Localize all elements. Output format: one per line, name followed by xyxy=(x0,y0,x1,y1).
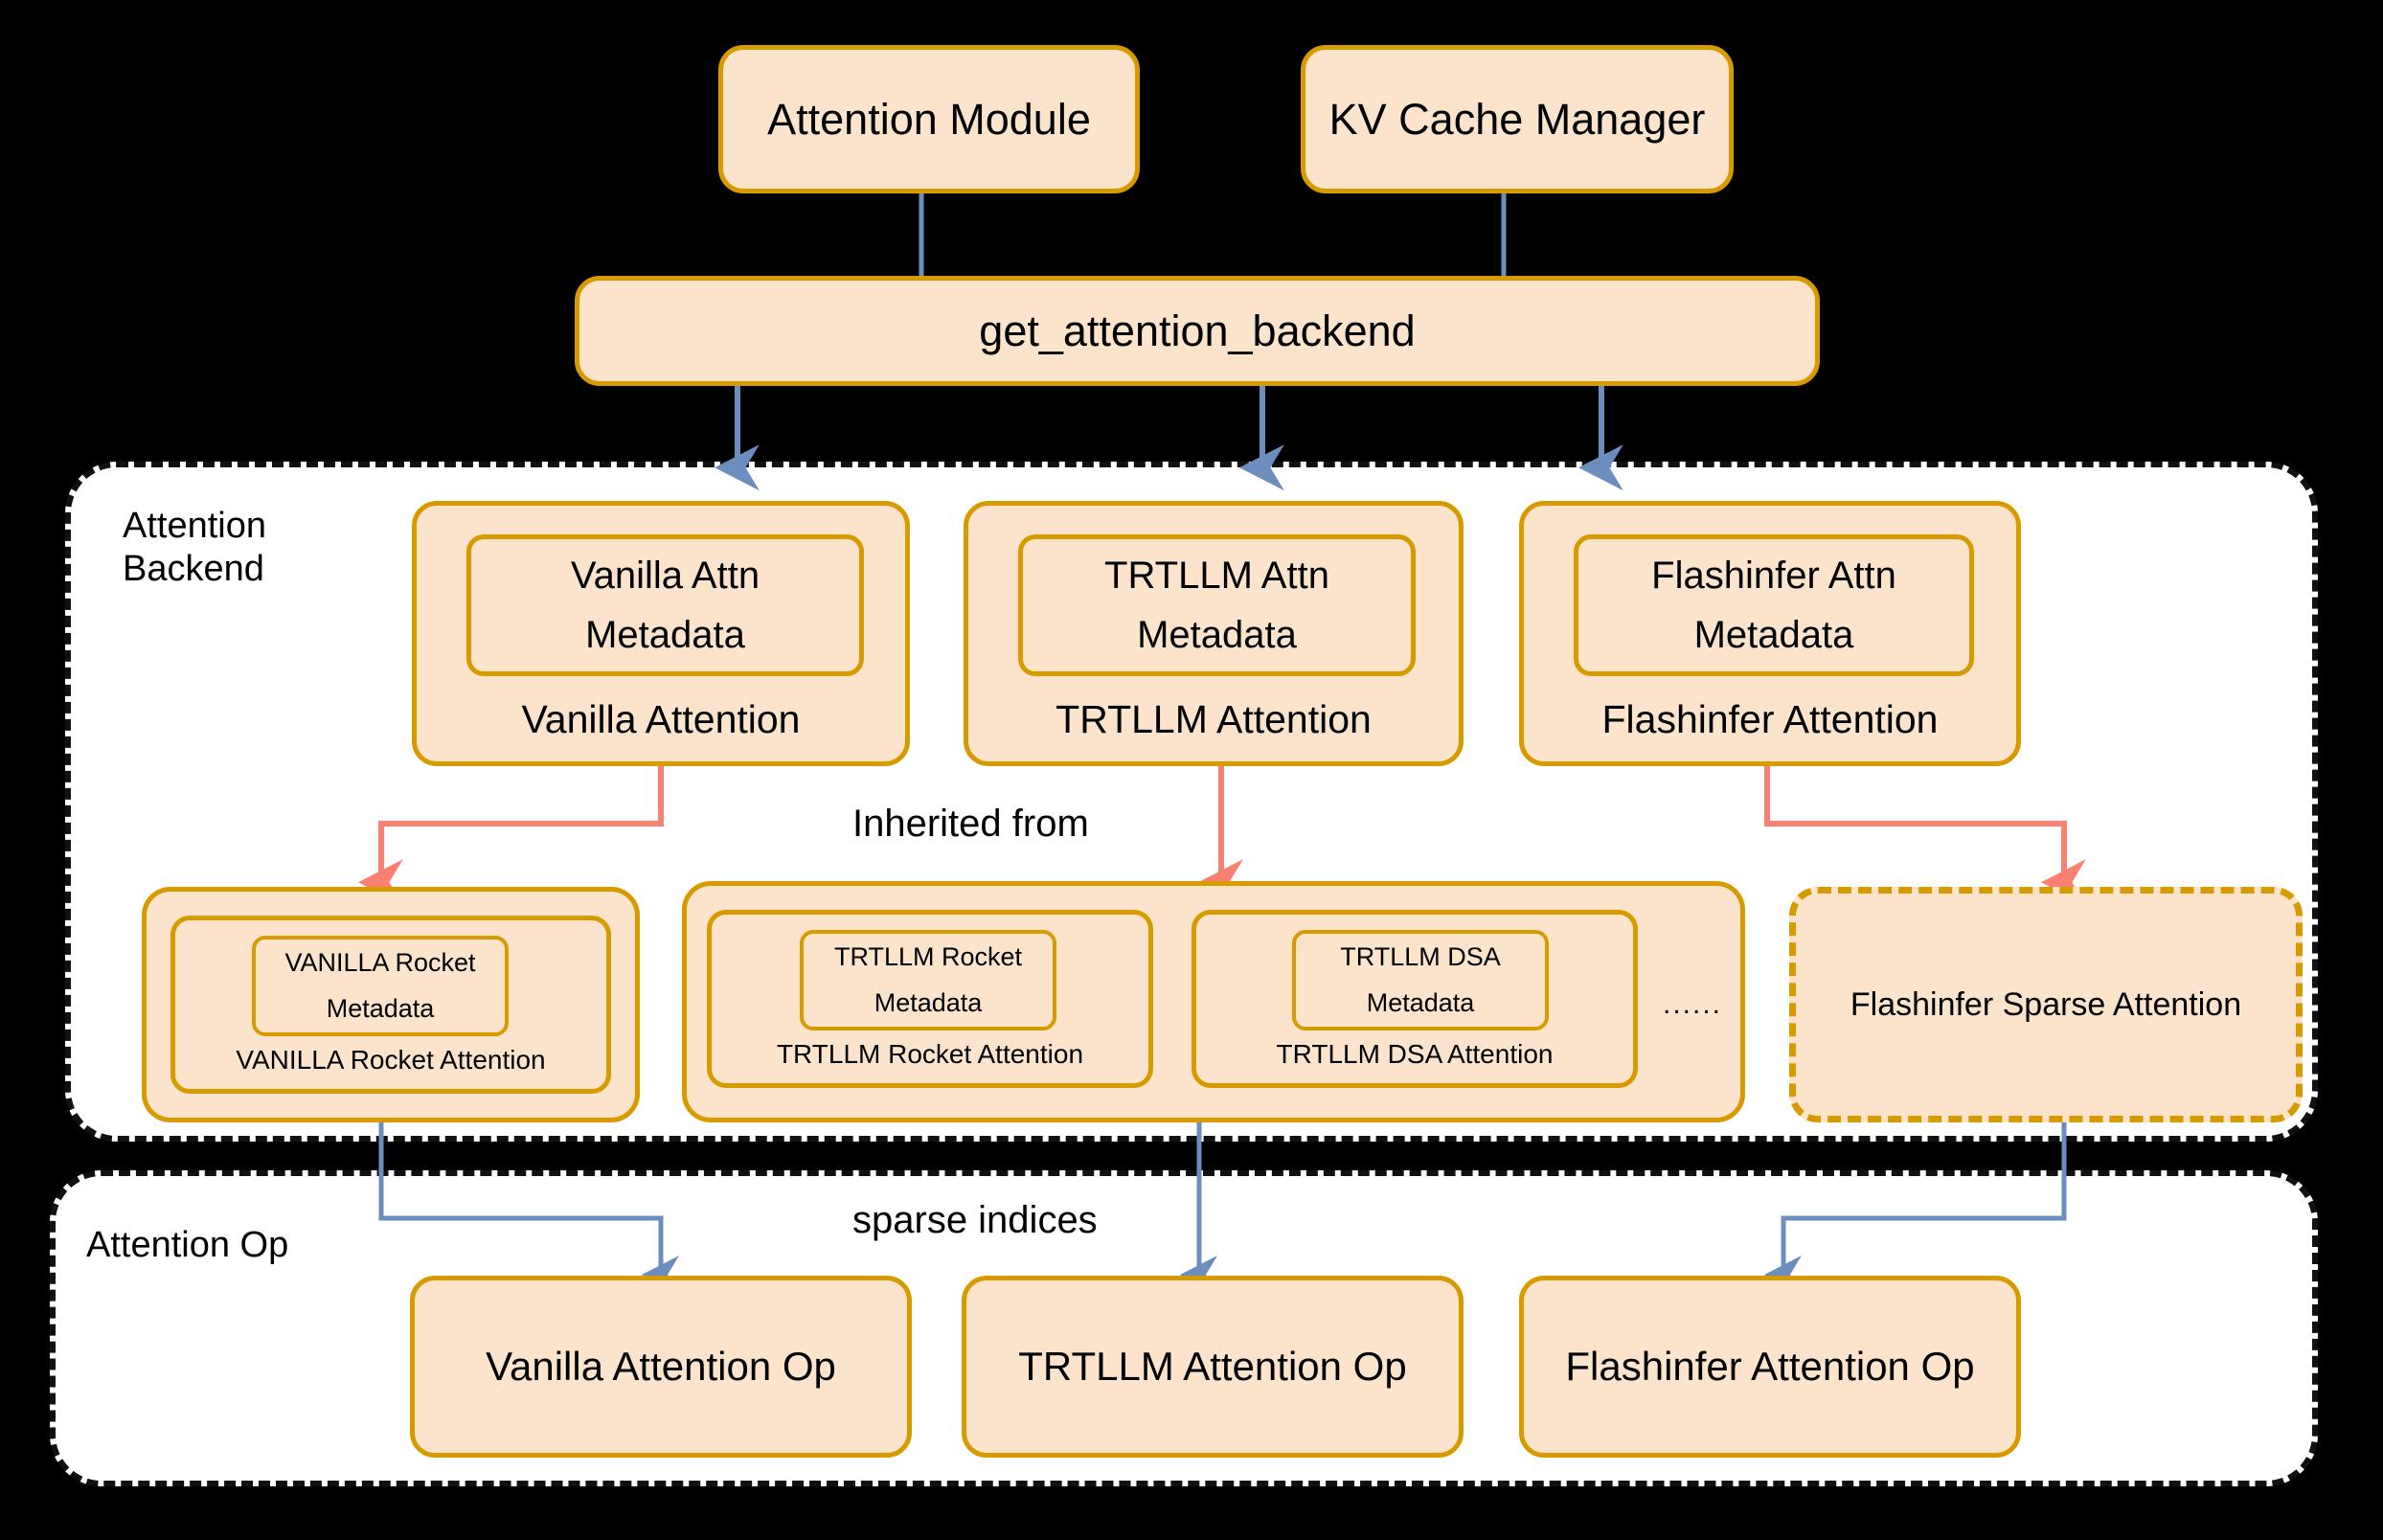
vanilla-metadata-line2: Metadata xyxy=(585,614,745,656)
node-flashinfer-attention-op[interactable]: Flashinfer Attention Op xyxy=(1519,1276,2021,1458)
attention-module-label: Attention Module xyxy=(767,94,1091,144)
node-flashinfer-sparse-attention[interactable]: Flashinfer Sparse Attention xyxy=(1789,887,2303,1122)
vanilla-metadata-line1: Vanilla Attn xyxy=(570,555,760,597)
trtllm-attention-title: TRTLLM Attention xyxy=(1055,697,1372,741)
trtllm-rocket-metadata-line2: Metadata xyxy=(874,987,983,1017)
vanilla-rocket-attention-title: VANILLA Rocket Attention xyxy=(236,1045,546,1075)
trtllm-rocket-metadata-line1: TRTLLM Rocket xyxy=(833,942,1023,972)
flashinfer-attention-title: Flashinfer Attention xyxy=(1601,697,1939,741)
inherited-from-label: Inherited from xyxy=(852,803,1089,845)
card-trtllm-rocket-attention[interactable]: TRTLLM Rocket Metadata TRTLLM Rocket Att… xyxy=(707,910,1153,1088)
vanilla-attention-op-label: Vanilla Attention Op xyxy=(486,1344,836,1389)
trtllm-dsa-metadata-line1: TRTLLM DSA xyxy=(1340,942,1501,972)
trtllm-rocket-attention-title: TRTLLM Rocket Attention xyxy=(776,1039,1084,1069)
node-vanilla-attention-op[interactable]: Vanilla Attention Op xyxy=(410,1276,912,1458)
card-flashinfer-attention[interactable]: Flashinfer Attn Metadata Flashinfer Atte… xyxy=(1519,501,2021,766)
more-backends-ellipsis: ...... xyxy=(1663,988,1723,1020)
card-vanilla-attention[interactable]: Vanilla Attn Metadata Vanilla Attention xyxy=(412,501,910,766)
vanilla-rocket-metadata-line1: VANILLA Rocket xyxy=(284,948,476,978)
vanilla-rocket-metadata-box[interactable]: VANILLA Rocket Metadata xyxy=(252,936,509,1036)
flashinfer-attention-op-label: Flashinfer Attention Op xyxy=(1565,1344,1975,1389)
node-get-attention-backend[interactable]: get_attention_backend xyxy=(575,276,1820,386)
card-trtllm-attention[interactable]: TRTLLM Attn Metadata TRTLLM Attention xyxy=(964,501,1464,766)
node-kv-cache-manager[interactable]: KV Cache Manager xyxy=(1301,45,1734,193)
card-vanilla-rocket-attention[interactable]: VANILLA Rocket Metadata VANILLA Rocket A… xyxy=(170,916,611,1094)
flashinfer-metadata-line1: Flashinfer Attn xyxy=(1651,555,1896,597)
flashinfer-metadata-line2: Metadata xyxy=(1693,614,1854,656)
trtllm-metadata-line1: TRTLLM Attn xyxy=(1104,555,1329,597)
trtllm-attn-metadata-box[interactable]: TRTLLM Attn Metadata xyxy=(1018,534,1416,676)
trtllm-dsa-metadata-line2: Metadata xyxy=(1366,987,1475,1017)
vanilla-attn-metadata-box[interactable]: Vanilla Attn Metadata xyxy=(466,534,864,676)
sparse-indices-label: sparse indices xyxy=(852,1199,1098,1241)
get-attention-backend-label: get_attention_backend xyxy=(979,306,1416,355)
vanilla-rocket-metadata-line2: Metadata xyxy=(326,993,435,1023)
attention-op-section-label: Attention Op xyxy=(86,1225,289,1265)
attention-backend-section-label: Attention Backend xyxy=(123,506,266,589)
trtllm-dsa-metadata-box[interactable]: TRTLLM DSA Metadata xyxy=(1292,930,1549,1030)
trtllm-attention-op-label: TRTLLM Attention Op xyxy=(1018,1344,1407,1389)
flashinfer-sparse-attention-label: Flashinfer Sparse Attention xyxy=(1850,985,2242,1023)
node-trtllm-attention-op[interactable]: TRTLLM Attention Op xyxy=(962,1276,1464,1458)
kv-cache-manager-label: KV Cache Manager xyxy=(1328,94,1706,144)
node-attention-module[interactable]: Attention Module xyxy=(718,45,1140,193)
card-trtllm-dsa-attention[interactable]: TRTLLM DSA Metadata TRTLLM DSA Attention xyxy=(1192,910,1638,1088)
trtllm-dsa-attention-title: TRTLLM DSA Attention xyxy=(1276,1039,1554,1069)
trtllm-metadata-line2: Metadata xyxy=(1137,614,1297,656)
vanilla-attention-title: Vanilla Attention xyxy=(521,697,801,741)
trtllm-rocket-metadata-box[interactable]: TRTLLM Rocket Metadata xyxy=(800,930,1056,1030)
flashinfer-attn-metadata-box[interactable]: Flashinfer Attn Metadata xyxy=(1574,534,1974,676)
